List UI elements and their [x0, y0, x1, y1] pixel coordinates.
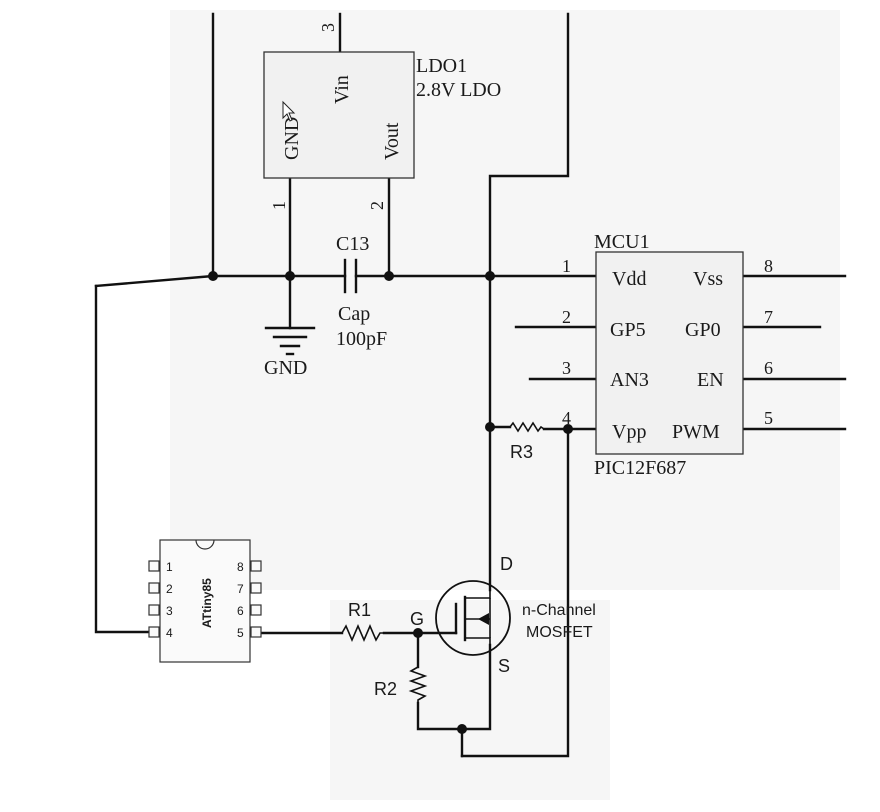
schematic-stroke — [408, 666, 428, 703]
mosfet-type-label: n-Channel — [522, 602, 596, 619]
resistor-label: R2 — [374, 679, 397, 699]
ldo-pin-vin: Vin — [331, 75, 353, 104]
schematic-stroke — [250, 560, 262, 572]
mcu-pin-number: 4 — [562, 408, 571, 428]
resistor-label: R3 — [510, 442, 533, 462]
mcu-pin-name: GP0 — [685, 319, 721, 341]
schematic-stroke — [465, 590, 491, 599]
cursor-arrow-icon — [282, 100, 296, 122]
mcu-pin-name: AN3 — [610, 369, 649, 391]
mcu-pin-number: 3 — [562, 358, 571, 378]
mcu-pin-name: Vdd — [612, 268, 646, 290]
wire-vpp-return — [460, 427, 570, 758]
schematic-stroke — [250, 582, 262, 594]
junction-dot — [457, 724, 467, 734]
mosfet-gate-label: G — [410, 609, 424, 629]
schematic-stroke — [435, 580, 511, 656]
schematic-stroke — [250, 626, 262, 638]
chip-pin-number: 4 — [166, 626, 173, 640]
ldo-pin-number: 1 — [269, 201, 289, 210]
wire-source — [416, 643, 492, 731]
wire-right-supply — [488, 12, 570, 429]
resistor-label: R1 — [348, 600, 371, 620]
junction-dot — [413, 628, 423, 638]
chip-pin-number: 7 — [237, 582, 244, 596]
junction-dot — [485, 271, 495, 281]
ldo-ref: LDO1 — [416, 55, 467, 77]
mcu-pin-name: PWM — [672, 421, 720, 443]
cap-value: 100pF — [336, 328, 387, 350]
mosfet-drain-label: D — [500, 554, 513, 574]
schematic-stroke — [159, 539, 251, 663]
schematic-stroke — [595, 251, 744, 455]
mcu-pin-number: 5 — [764, 408, 773, 428]
schematic-stroke — [341, 623, 384, 643]
schematic-stroke — [195, 539, 215, 550]
chip-pin-number: 6 — [237, 604, 244, 618]
ldo-pin-number: 3 — [318, 23, 338, 32]
mcu-pin-number: 2 — [562, 307, 571, 327]
junction-dot — [563, 424, 573, 434]
mcu-pin-name: Vss — [693, 268, 723, 290]
ldo-pin-number: 2 — [367, 201, 387, 210]
schematic-stroke — [148, 626, 160, 638]
attiny85-chip: ATtiny85 1 2 3 4 5 6 7 8 — [148, 539, 262, 663]
mosfet-source-label: S — [498, 656, 510, 676]
chip-pin-number: 8 — [237, 560, 244, 574]
ldo-regulator: LDO1 2.8V LDO Vin GND Vout 3 1 2 — [263, 23, 501, 210]
schematic-stroke — [330, 600, 610, 800]
mcu-pin-name: Vpp — [612, 421, 646, 443]
junctions — [208, 271, 573, 734]
ldo-value: 2.8V LDO — [416, 79, 501, 101]
junction-dot — [285, 271, 295, 281]
mosfet-n-channel: D G S n-Channel MOSFET — [410, 554, 596, 676]
mosfet-type-label: MOSFET — [526, 624, 593, 641]
ldo-pin-vout: Vout — [381, 122, 403, 160]
mcu-pin-name: EN — [697, 369, 724, 391]
mcu-pin-number: 8 — [764, 256, 773, 276]
chip-pin-number: 1 — [166, 560, 173, 574]
mcu-pin-number: 1 — [562, 256, 571, 276]
cap-ref: C13 — [336, 233, 369, 255]
chip-pin-number: 2 — [166, 582, 173, 596]
mcu-pin-number: 7 — [764, 307, 773, 327]
mcu-ref: MCU1 — [594, 231, 650, 253]
chip-pin-number: 5 — [237, 626, 244, 640]
resistor-r2: R2 — [374, 666, 428, 703]
schematic-stroke — [478, 613, 489, 625]
resistor-r3: R3 — [509, 421, 545, 462]
ldo-pin-gnd: GND — [281, 117, 303, 160]
cap-type: Cap — [338, 303, 370, 325]
capacitor-c13: C13 Cap 100pF — [336, 233, 387, 350]
resistor-r1: R1 — [341, 600, 384, 643]
schematic-stroke — [148, 604, 160, 616]
chip-name: ATtiny85 — [200, 578, 214, 628]
ground-label: GND — [264, 357, 307, 379]
mcu-part: PIC12F687 — [594, 457, 686, 479]
ground-symbol: GND — [264, 326, 316, 379]
mcu-pic12f687: MCU1 PIC12F687 Vdd GP5 AN3 Vpp Vss GP0 E… — [562, 231, 773, 479]
chip-pin-number: 3 — [166, 604, 173, 618]
schematic-stroke — [509, 421, 545, 433]
junction-dot — [384, 271, 394, 281]
schematic-stroke — [148, 582, 160, 594]
mcu-pin-number: 6 — [764, 358, 773, 378]
schematic-stroke — [250, 604, 262, 616]
junction-dot — [485, 422, 495, 432]
mcu-pin-name: GP5 — [610, 319, 646, 341]
junction-dot — [208, 271, 218, 281]
wire-attiny-pin4 — [94, 284, 150, 634]
schematic-stroke — [148, 560, 160, 572]
